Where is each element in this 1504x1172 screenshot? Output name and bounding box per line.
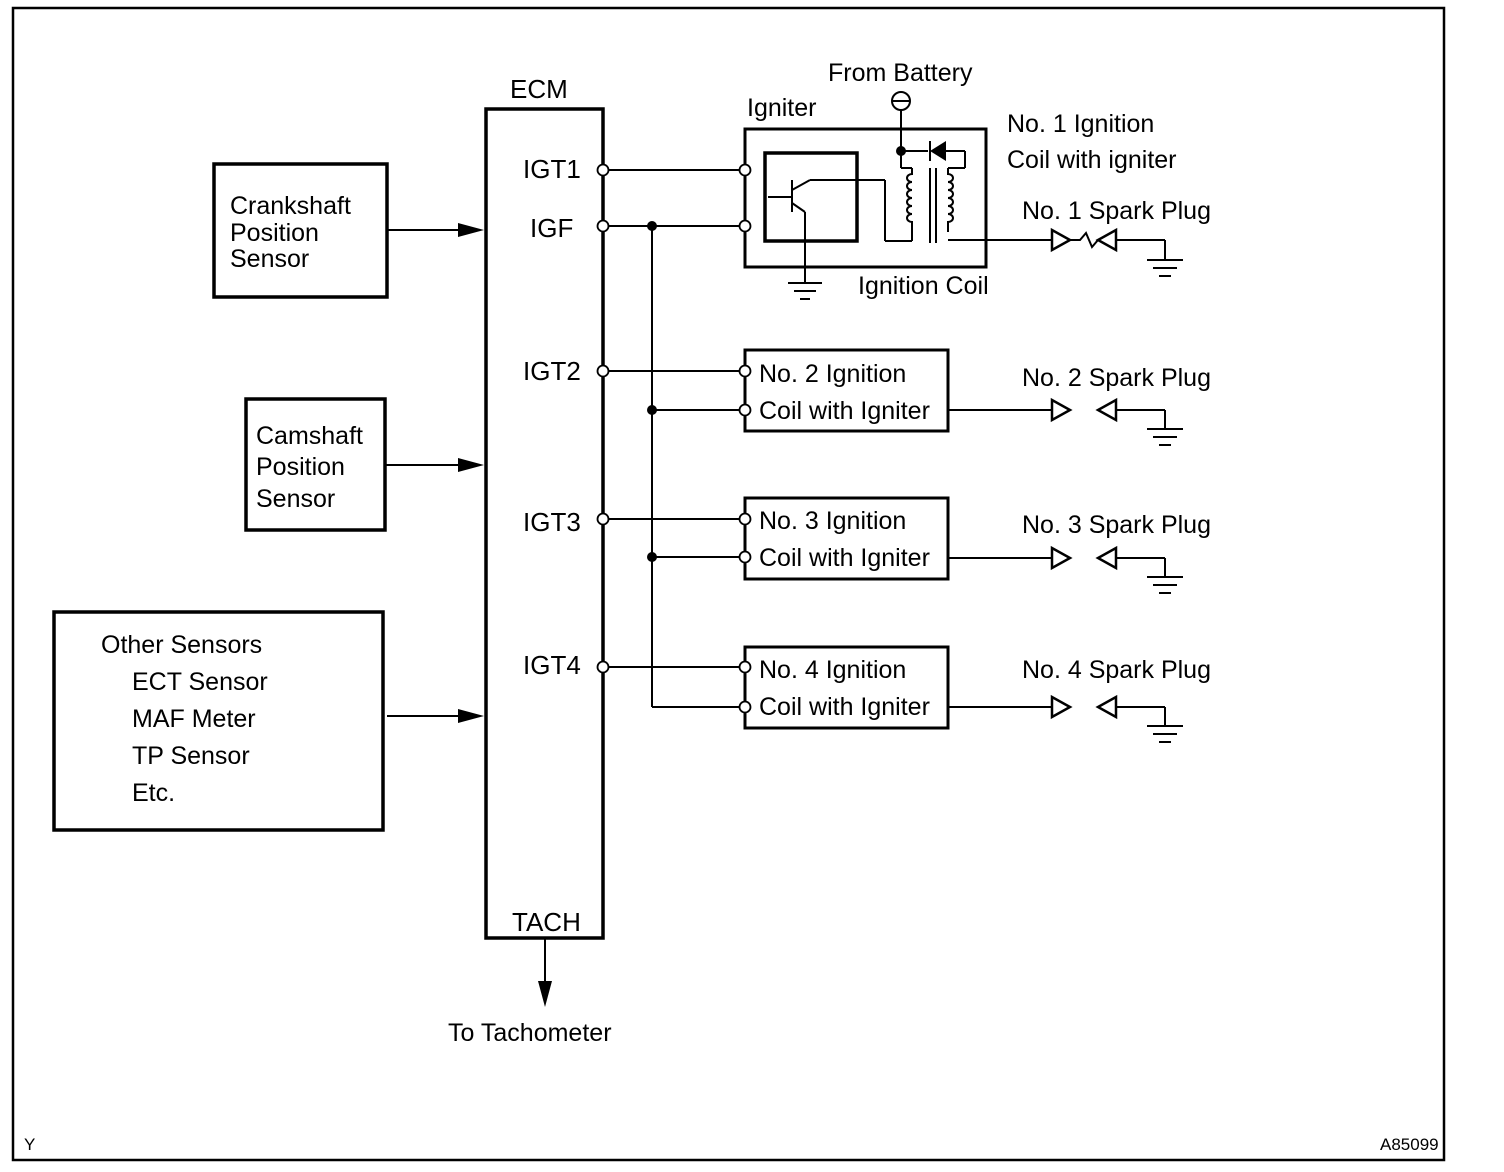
spark-plug-1: No. 1 Spark Plug [1022,197,1211,277]
ecm-block: ECM IGT1 IGF IGT2 IGT3 IGT4 TACH [484,74,605,940]
spark-plug-2-label: No. 2 Spark Plug [1022,364,1211,392]
figure-code: A85099 [1380,1135,1439,1154]
coil-2-label-2: Coil with Igniter [759,397,930,425]
signal-wiring [603,169,745,708]
spark-plug-3-label: No. 3 Spark Plug [1022,511,1211,539]
coil-3-box: No. 3 Ignition Coil with Igniter [743,496,950,581]
pin-tach-label: TACH [512,907,581,937]
pin-igf-label: IGF [530,213,573,243]
other-sensor-maf: MAF Meter [132,705,256,733]
camshaft-arrow [385,458,484,472]
coil-2-box: No. 2 Ignition Coil with Igniter [743,348,950,433]
diagram-frame [11,6,1446,1162]
ignition-coil-label: Ignition Coil [858,272,989,300]
coil-1-block: From Battery Igniter No. 1 Ignition Coil… [743,59,1177,300]
pin-igt4-label: IGT4 [523,650,581,680]
pin-igt1-label: IGT1 [523,154,581,184]
crankshaft-arrow [387,223,484,237]
coil-1-title-line-1: No. 1 Ignition [1007,110,1154,138]
ecm-title: ECM [510,74,568,104]
tach-arrow [538,938,552,1007]
camshaft-sensor-box: Camshaft Position Sensor [244,397,387,532]
spark-plug-4-label: No. 4 Spark Plug [1022,656,1211,684]
crankshaft-label-3: Sensor [230,245,309,273]
spark-plug-1-label: No. 1 Spark Plug [1022,197,1211,225]
from-battery-label: From Battery [828,59,973,87]
footer-left-mark: Y [24,1135,35,1154]
camshaft-label-1: Camshaft [256,422,363,450]
crankshaft-sensor-box: Crankshaft Position Sensor [212,162,389,299]
other-sensors-heading: Other Sensors [101,631,262,659]
pin-igt3-label: IGT3 [523,507,581,537]
camshaft-label-3: Sensor [256,485,335,513]
igniter-label: Igniter [747,94,816,122]
coil-4-box: No. 4 Ignition Coil with Igniter [743,645,950,730]
tach-label: To Tachometer [448,1019,612,1047]
coil-3-label-2: Coil with Igniter [759,544,930,572]
crankshaft-label-2: Position [230,219,319,247]
other-sensor-etc: Etc. [132,779,175,807]
other-sensors-arrow [387,709,484,723]
crankshaft-label-1: Crankshaft [230,192,351,220]
spark-plug-2: No. 2 Spark Plug [948,364,1211,446]
other-sensor-tp: TP Sensor [132,742,250,770]
other-sensors-box: Other Sensors ECT Sensor MAF Meter TP Se… [52,610,385,832]
spark-plug-3: No. 3 Spark Plug [948,511,1211,594]
coil-4-label-2: Coil with Igniter [759,693,930,721]
coil-3-label-1: No. 3 Ignition [759,507,906,535]
camshaft-label-2: Position [256,453,345,481]
pin-terminals [596,163,752,714]
coil-2-label-1: No. 2 Ignition [759,360,906,388]
coil-4-label-1: No. 4 Ignition [759,656,906,684]
coil-1-title-line-2: Coil with igniter [1007,146,1177,174]
spark-plug-4: No. 4 Spark Plug [948,656,1211,743]
pin-igt2-label: IGT2 [523,356,581,386]
other-sensor-ect: ECT Sensor [132,668,268,696]
